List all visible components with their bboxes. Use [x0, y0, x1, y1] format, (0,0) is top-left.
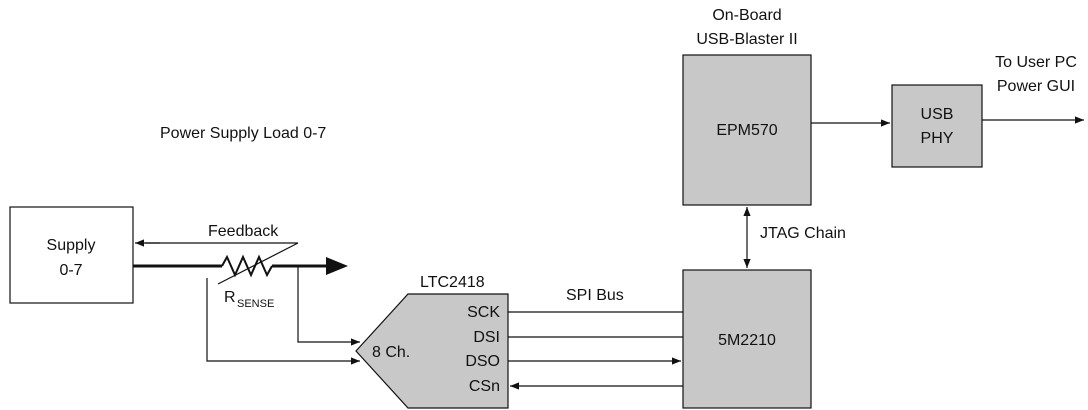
rsense-label-main: R: [224, 289, 236, 306]
adc-pin-dso: DSO: [465, 353, 500, 370]
supply-label-line1: Supply: [47, 237, 96, 254]
usb-blaster-heading-line1: On-Board: [712, 7, 781, 24]
5m2210-label: 5M2210: [718, 332, 776, 349]
sense-line-high: [297, 266, 360, 346]
adc-pin-csn: CSn: [469, 378, 500, 395]
usb-phy-label-line2: PHY: [921, 130, 954, 147]
rsense-resistor: [221, 254, 273, 278]
rsense-label-sub: SENSE: [237, 298, 274, 310]
supply-block: [9, 206, 134, 304]
feedback-label: Feedback: [208, 223, 279, 240]
spi-bus-label: SPI Bus: [566, 287, 624, 304]
adc-name: LTC2418: [420, 274, 485, 291]
usb-phy-block: [891, 84, 983, 168]
epm570-label: EPM570: [716, 122, 777, 139]
user-pc-label-line2: Power GUI: [997, 78, 1075, 95]
adc-pin-sck: SCK: [467, 304, 500, 321]
adc-channels-label: 8 Ch.: [372, 344, 410, 361]
rsense-slash: [217, 242, 299, 285]
supply-label-line2: 0-7: [59, 262, 82, 279]
epm570-block: [682, 54, 812, 206]
usb-phy-label-line1: USB: [921, 106, 954, 123]
power-out-arrowhead: [326, 257, 348, 275]
jtag-chain-label: JTAG Chain: [760, 225, 846, 242]
usb-blaster-heading-line2: USB-Blaster II: [696, 31, 797, 48]
power-supply-title: Power Supply Load 0-7: [160, 125, 326, 142]
sense-line-low: [206, 278, 360, 365]
adc-block: [355, 293, 509, 409]
user-pc-label-line1: To User PC: [995, 54, 1077, 71]
5m2210-block: [682, 269, 812, 409]
adc-pin-dsi: DSI: [473, 329, 500, 346]
